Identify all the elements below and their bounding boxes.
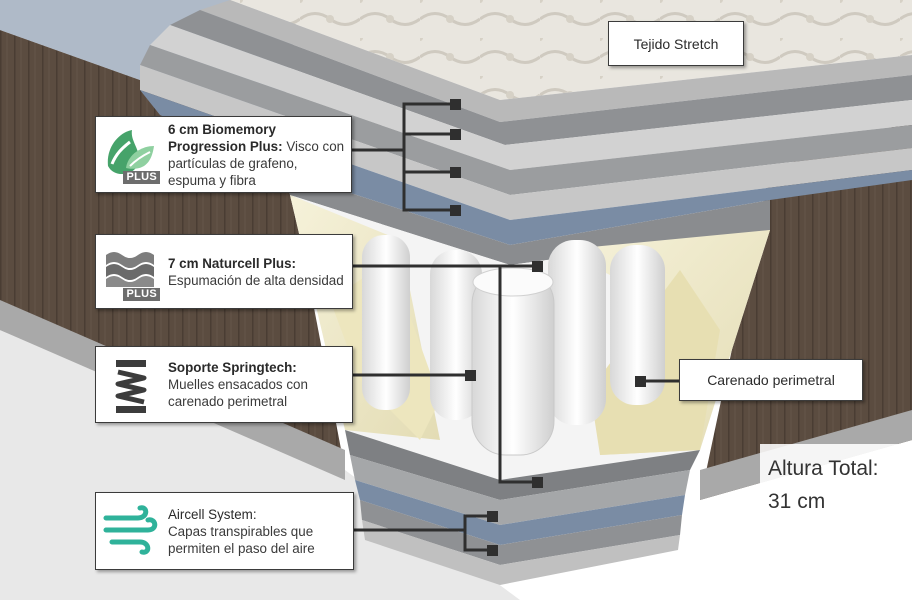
total-height-info: Altura Total: 31 cm	[760, 444, 912, 520]
label-carenado-perimetral: Carenado perimetral	[679, 359, 863, 401]
callout-biomemory-text: 6 cm Biomemory Progression Plus: Visco c…	[168, 121, 345, 189]
total-height-value: 31 cm	[768, 490, 826, 513]
air-flow-icon	[102, 500, 160, 562]
label-tejido-stretch-text: Tejido Stretch	[633, 35, 719, 52]
plus-badge: PLUS	[123, 170, 160, 184]
callout-springtech-title: Soporte Springtech:	[168, 360, 297, 375]
spring-icon	[102, 354, 160, 416]
callout-aircell: Aircell System: Capas transpirables que …	[95, 492, 354, 570]
foam-waves-icon: PLUS	[102, 241, 160, 303]
callout-naturcell-text: 7 cm Naturcell Plus: Espumación de alta …	[168, 255, 344, 289]
callout-aircell-text: Aircell System: Capas transpirables que …	[168, 506, 347, 557]
label-tejido-stretch: Tejido Stretch	[608, 21, 744, 66]
label-carenado-text: Carenado perimetral	[707, 372, 835, 388]
total-height-label: Altura Total:	[768, 457, 879, 480]
connector-lines	[350, 102, 680, 552]
callout-biomemory: PLUS 6 cm Biomemory Progression Plus: Vi…	[95, 116, 352, 193]
callout-biomemory-body: Visco con partículas de grafeno, espuma …	[168, 138, 345, 188]
callout-aircell-title: Aircell System:	[168, 506, 257, 522]
callout-springtech-body: Muelles ensacados con carenado perimetra…	[168, 377, 308, 409]
leaf-icon: PLUS	[102, 124, 160, 186]
callout-biomemory-title: 6 cm Biomemory Progression Plus:	[168, 121, 283, 154]
callout-naturcell: PLUS 7 cm Naturcell Plus: Espumación de …	[95, 234, 353, 309]
connector-dots	[450, 99, 646, 556]
callout-naturcell-title: 7 cm Naturcell Plus:	[168, 255, 297, 271]
callout-naturcell-body: Espumación de alta densidad	[168, 272, 344, 288]
callout-springtech: Soporte Springtech: Muelles ensacados co…	[95, 346, 353, 423]
plus-badge: PLUS	[123, 287, 160, 301]
side-fabric-right	[700, 120, 912, 500]
callout-aircell-body: Capas transpirables que permiten el paso…	[168, 523, 315, 556]
callout-springtech-text: Soporte Springtech: Muelles ensacados co…	[168, 359, 346, 410]
